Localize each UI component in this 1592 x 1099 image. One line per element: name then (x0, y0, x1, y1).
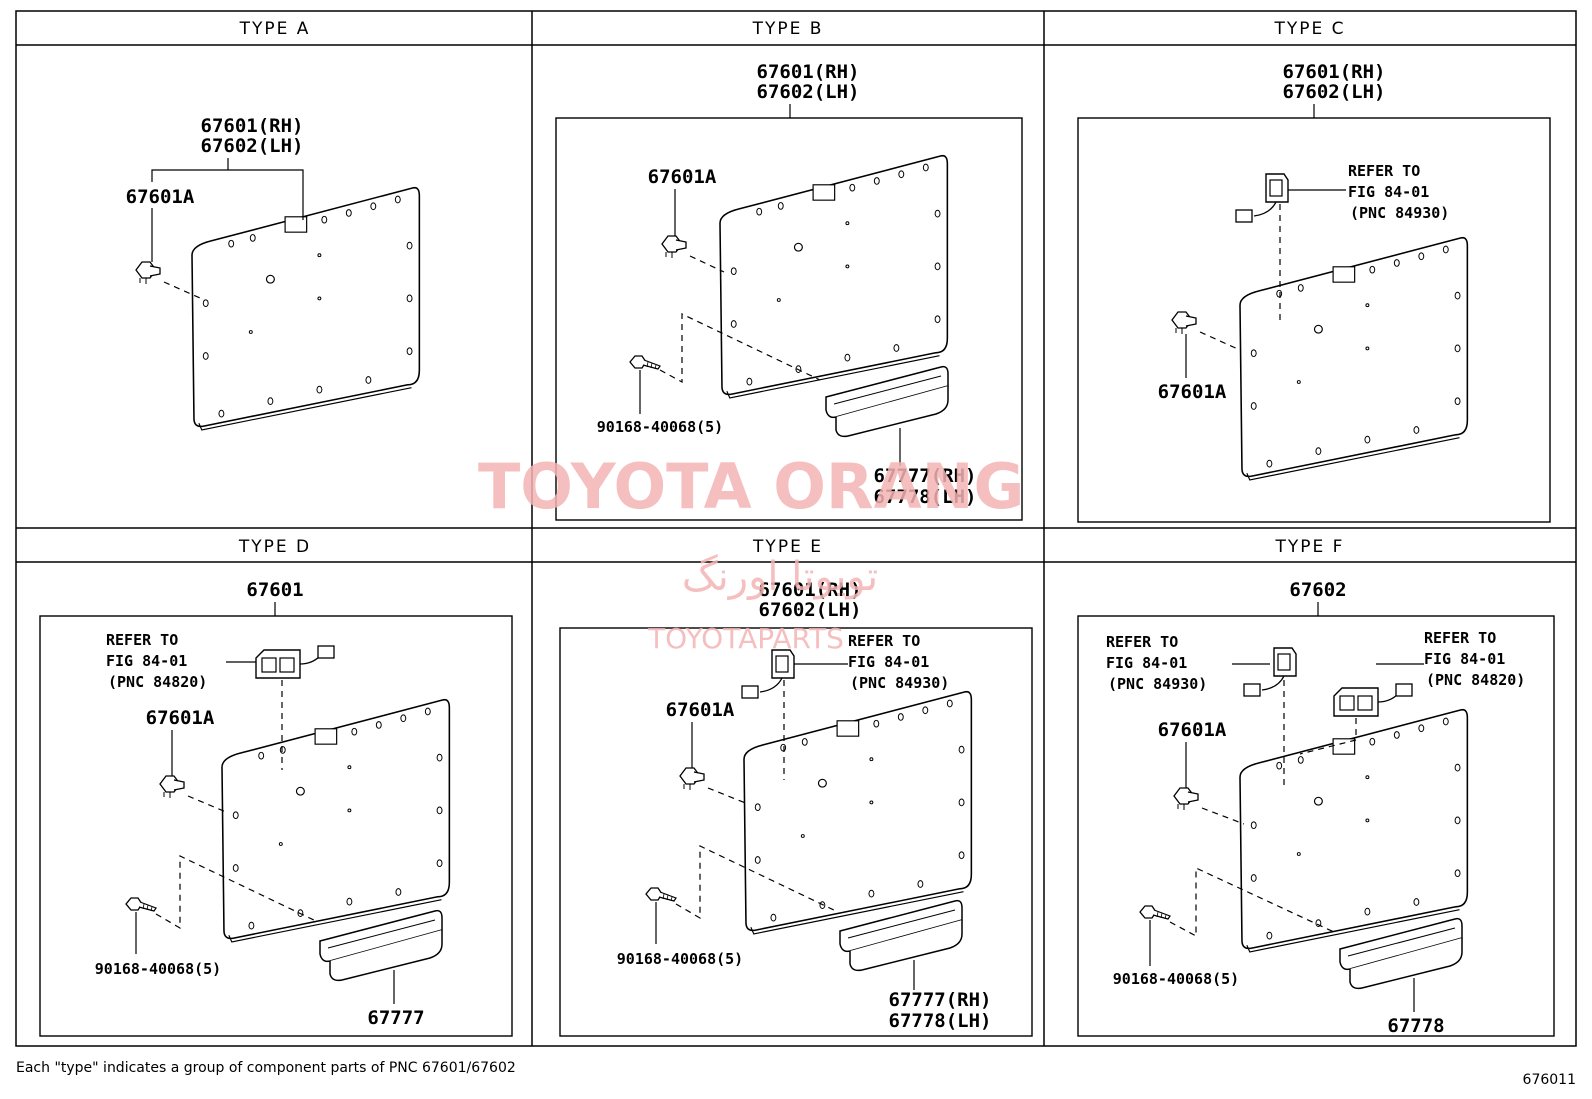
type-e-refer-line2: FIG 84-01 (848, 653, 929, 671)
type-c-refer-line3: (PNC 84930) (1350, 204, 1449, 222)
screw-d[interactable] (125, 897, 157, 912)
type-f-refer2-line2: FIG 84-01 (1424, 650, 1505, 668)
type-d-refer-line2: FIG 84-01 (106, 652, 187, 670)
type-e-refer-line3: (PNC 84930) (850, 674, 949, 692)
armrest-b[interactable] (825, 365, 949, 438)
type-f-refer1-line3: (PNC 84930) (1108, 675, 1207, 693)
window-switch-d[interactable] (255, 645, 335, 679)
type-e-clip-label: 67601A (666, 699, 735, 721)
type-f-clip-label: 67601A (1158, 719, 1227, 741)
watermark: TOYOTA ORANG تویوتا اورنگ TOYOTAPARTS (478, 450, 1024, 655)
type-a-clip-label: 67601A (126, 186, 195, 208)
type-d-refer-line3: (PNC 84820) (108, 673, 207, 691)
type-d-clip-label: 67601A (146, 707, 215, 729)
type-c-part-rh: 67601(RH) (1283, 61, 1386, 83)
type-f-screw-label: 90168-40068(5) (1113, 970, 1239, 988)
type-c-cell: 67601(RH) 67602(LH) REFER TO FIG 84-01 (… (1077, 61, 1551, 523)
type-b-header: TYPE B (752, 19, 824, 39)
type-e-part-lh: 67602(LH) (759, 599, 862, 621)
type-c-refer-line1: REFER TO (1348, 162, 1420, 180)
watermark-persian: تویوتا اورنگ (682, 554, 878, 600)
type-f-header: TYPE F (1275, 537, 1345, 557)
clip-f[interactable] (1173, 787, 1199, 811)
clip-a[interactable] (135, 261, 161, 285)
screw-f[interactable] (1139, 905, 1171, 920)
type-b-part-rh: 67601(RH) (757, 61, 860, 83)
clip-d[interactable] (159, 775, 185, 799)
footer-note: Each "type" indicates a group of compone… (16, 1060, 516, 1076)
armrest-f[interactable] (1339, 917, 1463, 990)
type-e-refer-line1: REFER TO (848, 632, 920, 650)
door-trim-panel-e[interactable] (743, 690, 973, 935)
type-f-refer2-line1: REFER TO (1424, 629, 1496, 647)
type-b-armrest-lh: 67778(LH) (874, 486, 977, 508)
type-e-armrest-rh: 67777(RH) (889, 989, 992, 1011)
type-c-header: TYPE C (1273, 19, 1345, 39)
type-e-cell: 67601(RH) 67602(LH) REFER TO FIG 84-01 (… (559, 579, 1033, 1037)
door-trim-panel-a[interactable] (191, 186, 421, 431)
window-switch-f-1[interactable] (1243, 647, 1297, 697)
type-b-clip-label: 67601A (648, 166, 717, 188)
type-e-group-box (559, 627, 1033, 1037)
type-c-clip-label: 67601A (1158, 381, 1227, 403)
figure-code: 676011 (1523, 1072, 1576, 1088)
armrest-d[interactable] (319, 909, 443, 982)
type-e-screw-label: 90168-40068(5) (617, 950, 743, 968)
type-c-part-lh: 67602(LH) (1283, 81, 1386, 103)
type-b-part-lh: 67602(LH) (757, 81, 860, 103)
clip-c[interactable] (1171, 311, 1197, 335)
type-d-refer-line1: REFER TO (106, 631, 178, 649)
screw-b[interactable] (629, 355, 661, 370)
type-f-refer1-line1: REFER TO (1106, 633, 1178, 651)
type-e-armrest-lh: 67778(LH) (889, 1010, 992, 1032)
window-switch-f-2[interactable] (1333, 683, 1413, 717)
door-trim-panel-c[interactable] (1239, 236, 1469, 481)
type-f-cell: 67602 REFER TO FIG 84-01 (PNC 84930) REF… (1077, 579, 1555, 1037)
type-a-part-rh: 67601(RH) (201, 115, 304, 137)
type-a-cell: 67601(RH) 67602(LH) 67601A (126, 115, 421, 431)
type-f-refer2-line3: (PNC 84820) (1426, 671, 1525, 689)
type-d-header: TYPE D (238, 537, 311, 557)
type-a-part-lh: 67602(LH) (201, 135, 304, 157)
watermark-sub: TOYOTAPARTS (647, 622, 844, 655)
type-e-header: TYPE E (752, 537, 823, 557)
type-b-group-box (555, 117, 1023, 521)
door-trim-panel-d[interactable] (221, 698, 451, 943)
watermark-main: TOYOTA ORANG (478, 450, 1024, 523)
type-d-armrest-label: 67777 (367, 1007, 424, 1029)
grid-frame (15, 10, 1577, 1047)
window-switch-e[interactable] (741, 649, 795, 699)
type-f-refer1-line2: FIG 84-01 (1106, 654, 1187, 672)
type-c-refer-line2: FIG 84-01 (1348, 183, 1429, 201)
window-switch-c[interactable] (1235, 173, 1289, 223)
door-trim-panel-f[interactable] (1239, 708, 1469, 953)
door-trim-panel-b[interactable] (719, 154, 949, 399)
type-b-armrest-rh: 67777(RH) (874, 465, 977, 487)
type-e-part-rh: 67601(RH) (759, 579, 862, 601)
type-f-armrest-label: 67778 (1387, 1015, 1444, 1037)
type-d-cell: 67601 REFER TO FIG 84-01 (PNC 84820) 676… (39, 579, 513, 1037)
type-d-group-box (39, 615, 513, 1037)
type-b-cell: 67601(RH) 67602(LH) 67601A 90168-40068(5… (555, 61, 1023, 521)
clip-b[interactable] (661, 235, 687, 259)
armrest-e[interactable] (839, 899, 963, 972)
type-f-group-box (1077, 615, 1555, 1037)
type-c-group-box (1077, 117, 1551, 523)
type-d-part-main: 67601 (246, 579, 303, 601)
clip-e[interactable] (679, 767, 705, 791)
screw-e[interactable] (645, 887, 677, 902)
type-f-part-main: 67602 (1289, 579, 1346, 601)
type-d-screw-label: 90168-40068(5) (95, 960, 221, 978)
type-b-screw-label: 90168-40068(5) (597, 418, 723, 436)
type-a-header: TYPE A (239, 19, 311, 39)
